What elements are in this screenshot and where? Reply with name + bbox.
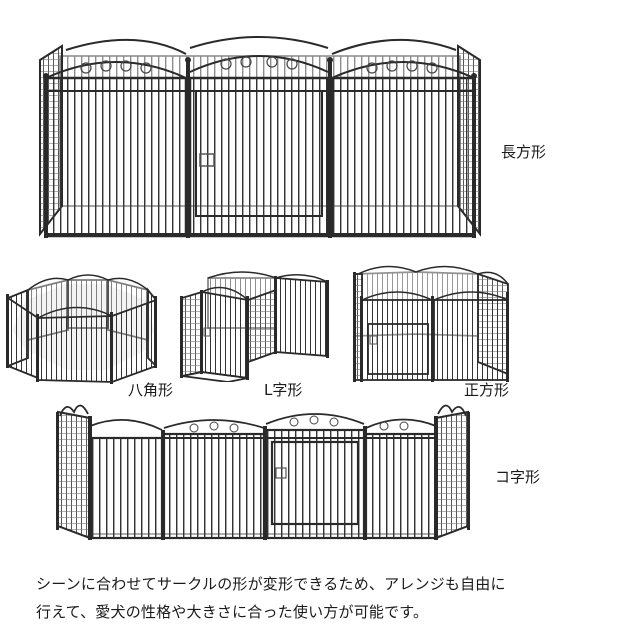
l-shape-label: L字形 <box>264 381 303 399</box>
square-pen-image <box>350 262 512 384</box>
u-shape-pen-image <box>54 398 472 542</box>
square-label: 正方形 <box>464 381 510 399</box>
octagon-pen-image <box>4 270 158 388</box>
octagon-label: 八角形 <box>128 381 174 399</box>
l-shape-pen-image <box>178 270 330 382</box>
caption-line-1: シーンに合わせてサークルの形が変形できるため、アレンジも自由に <box>36 575 506 593</box>
u-shape-label: コ字形 <box>495 468 541 486</box>
caption-line-2: 行えて、愛犬の性格や大きさに合った使い方が可能です。 <box>36 603 429 621</box>
description-caption: シーンに合わせてサークルの形が変形できるため、アレンジも自由に 行えて、愛犬の性… <box>36 570 636 626</box>
rectangle-pen-image <box>36 36 484 242</box>
rectangle-label: 長方形 <box>501 143 547 161</box>
